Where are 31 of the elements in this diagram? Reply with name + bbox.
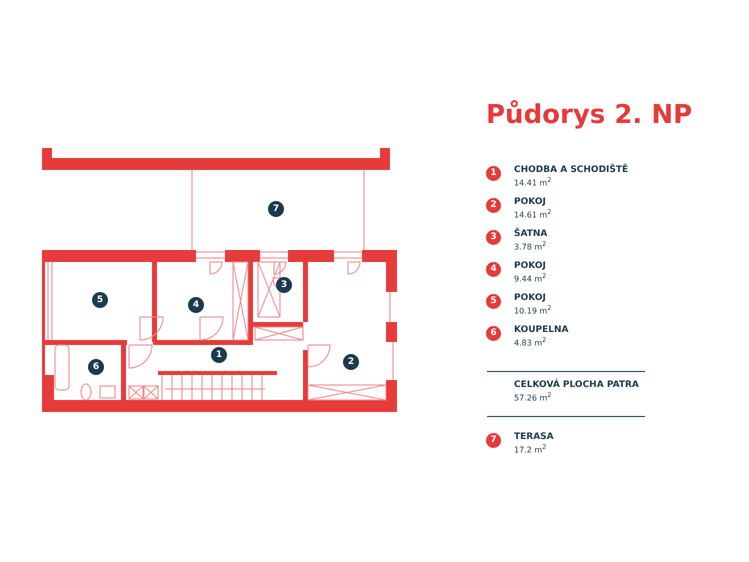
room-number-badge: 3: [486, 230, 501, 245]
room-number-badge: 2: [486, 198, 501, 213]
room-name: POKOJ: [514, 197, 546, 207]
room-number-marker: 6: [88, 359, 104, 375]
room-area: 9.44 m$^{2}$: [514, 272, 546, 284]
room-number-marker: 2: [343, 354, 359, 370]
room-number-badge: 1: [486, 166, 501, 181]
room-area: 14.61 m$^{2}$: [514, 208, 552, 220]
room-name: TERASA: [514, 432, 554, 442]
room-number-badge: 7: [486, 433, 501, 448]
room-area: 17.2 m$^{2}$: [514, 443, 546, 455]
room-number-badge: 5: [486, 294, 501, 309]
room-name: POKOJ: [514, 293, 546, 303]
room-number-badge: 6: [486, 326, 501, 341]
room-number-marker: 4: [188, 297, 204, 313]
room-number-marker: 5: [92, 292, 108, 308]
room-name: POKOJ: [514, 261, 546, 271]
room-number-marker: 7: [268, 201, 284, 217]
room-name: CHODBA A SCHODIŠTĚ: [514, 165, 628, 175]
room-area: 3.78 m$^{2}$: [514, 240, 546, 252]
room-area: 14.41 m$^{2}$: [514, 176, 552, 188]
room-number-marker: 1: [211, 347, 227, 363]
total-area-value: 57.26 m$^{2}$: [514, 391, 552, 403]
total-area-label: CELKOVÁ PLOCHA PATRA: [514, 380, 639, 390]
room-area: 10.19 m$^{2}$: [514, 304, 552, 316]
room-number-badge: 4: [486, 262, 501, 277]
room-name: ŠATNA: [514, 229, 548, 239]
room-name: KOUPELNA: [514, 325, 569, 335]
room-area: 4.83 m$^{2}$: [514, 336, 546, 348]
plan-title: Půdorys 2. NP: [486, 100, 692, 130]
room-number-marker: 3: [276, 277, 292, 293]
